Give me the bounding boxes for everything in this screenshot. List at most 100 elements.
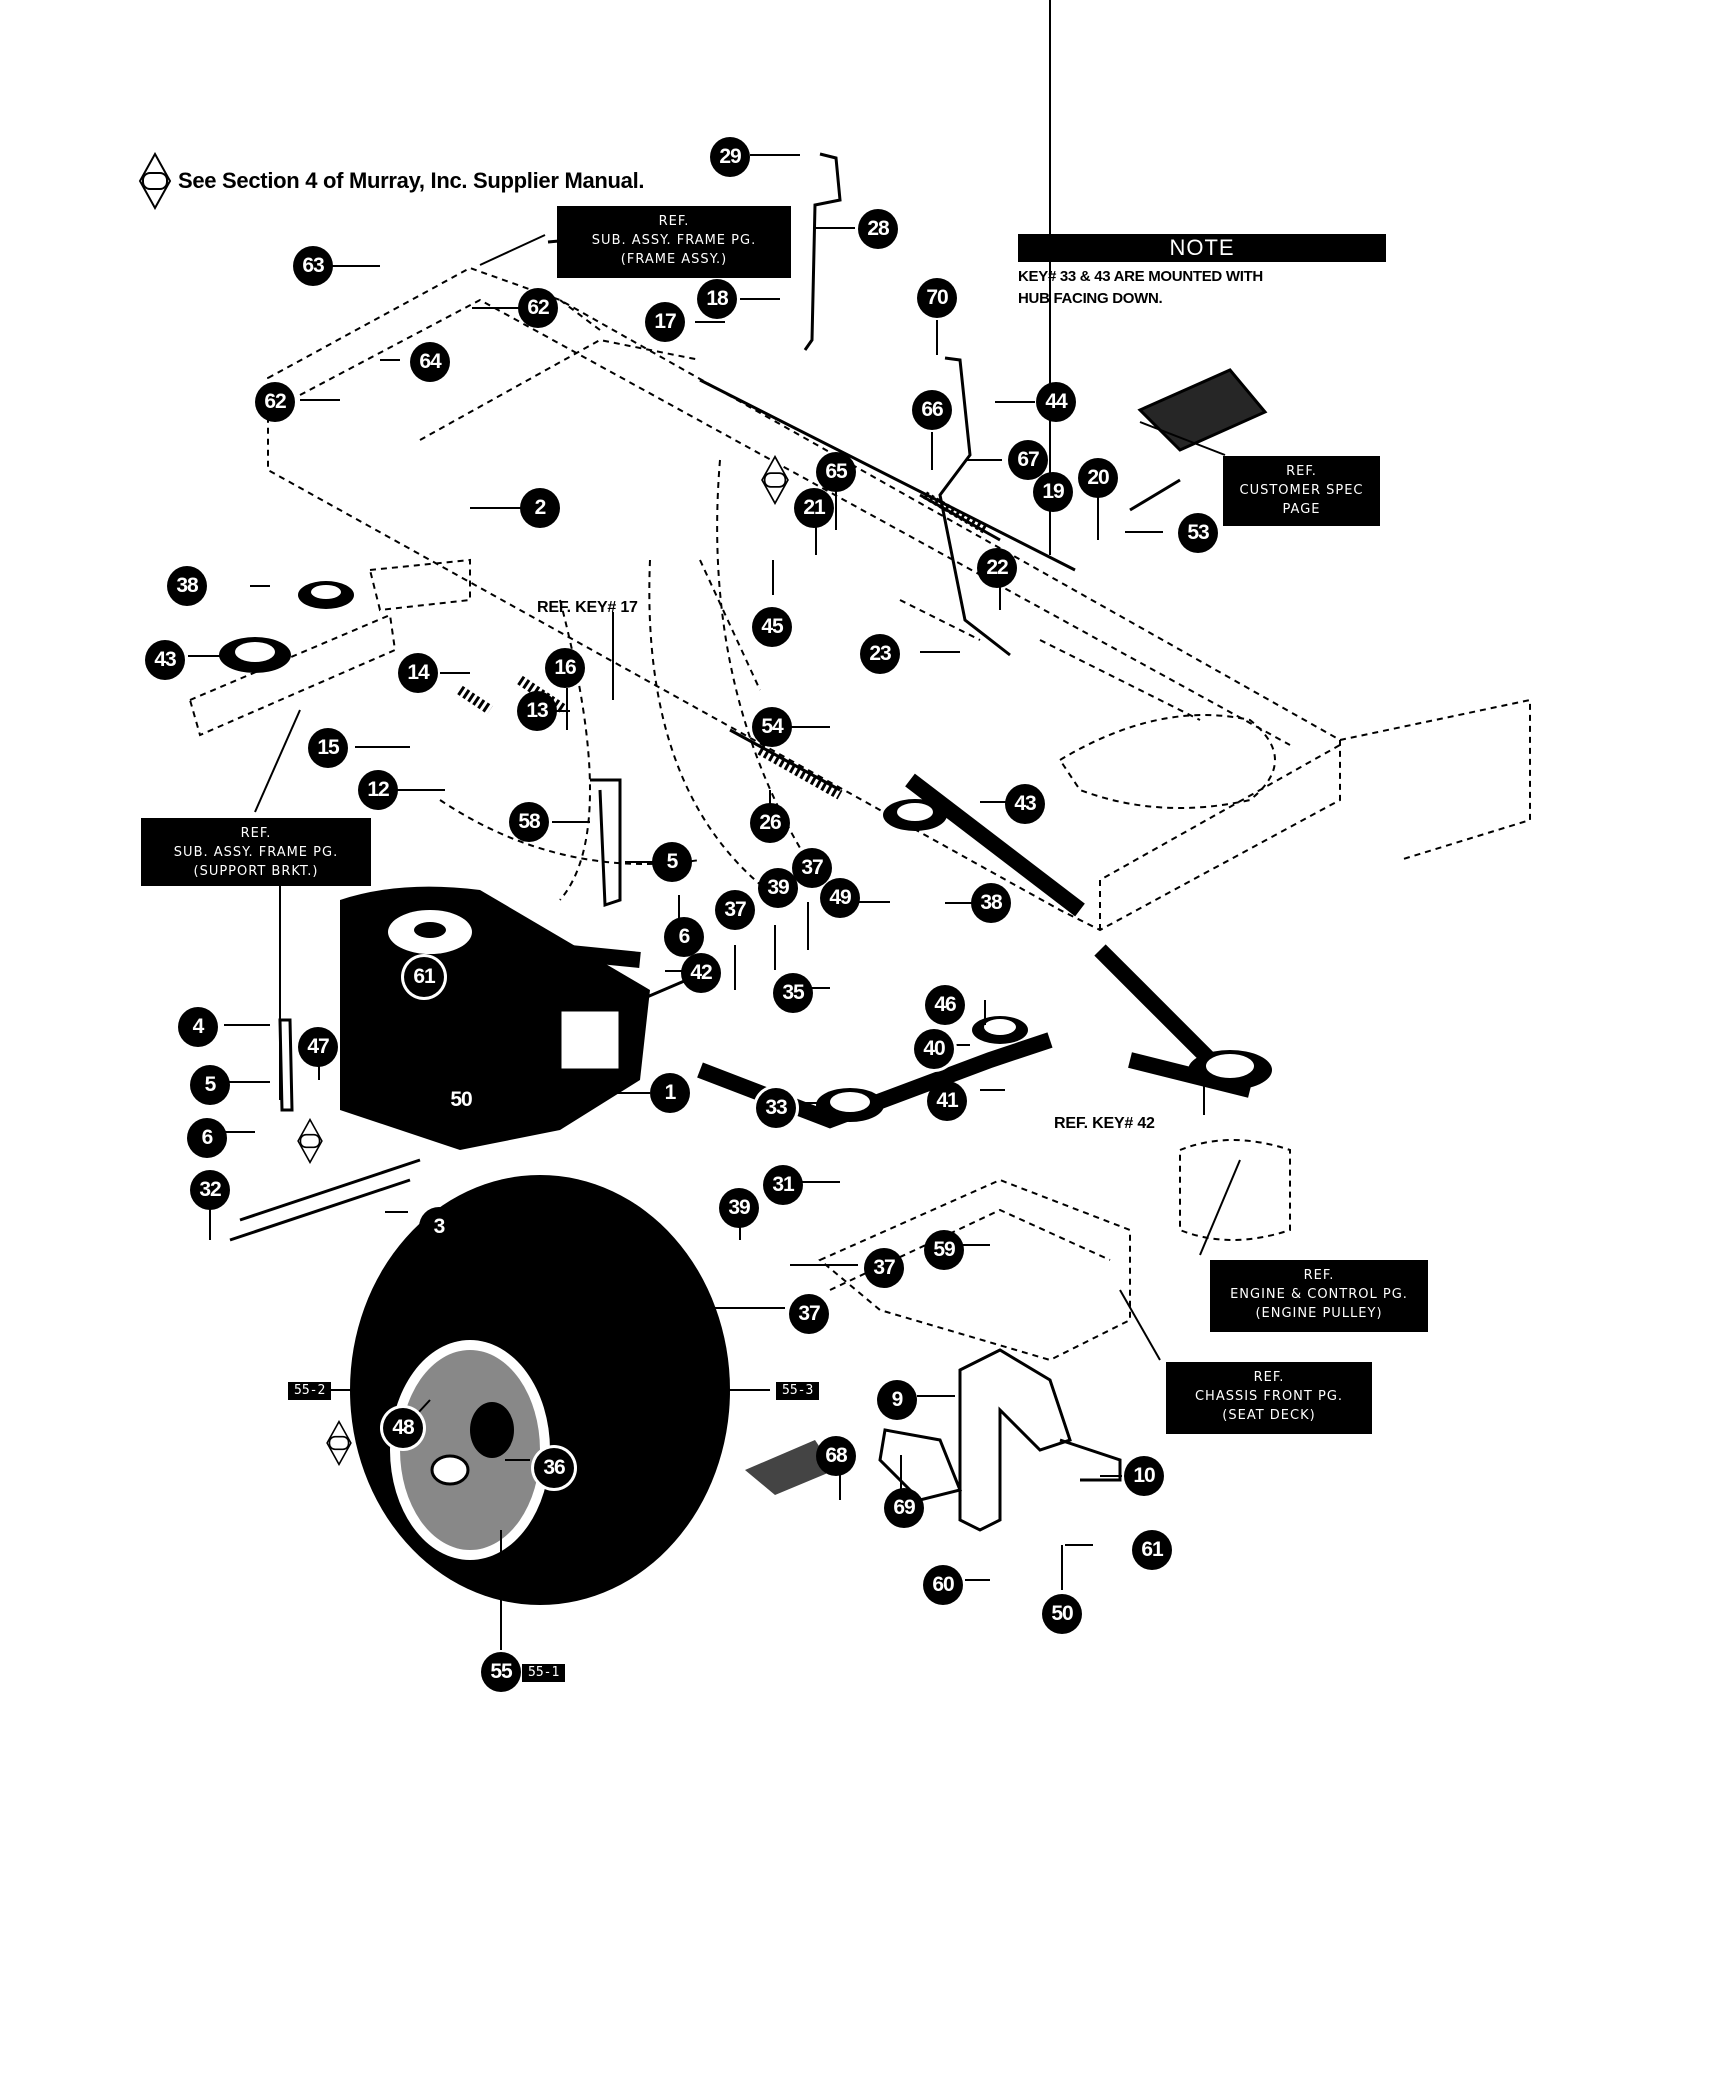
callout-39[interactable]: 39: [719, 1188, 759, 1228]
callout-61[interactable]: 61: [1132, 1530, 1172, 1570]
callout-64[interactable]: 64: [410, 342, 450, 382]
section-iii-diamond-icon: [325, 1419, 353, 1467]
callout-2[interactable]: 2: [520, 488, 560, 528]
ref-box-engine-pulley[interactable]: REF. ENGINE & CONTROL PG. (ENGINE PULLEY…: [1210, 1260, 1428, 1332]
callout-23[interactable]: 23: [860, 634, 900, 674]
callout-15[interactable]: 15: [308, 728, 348, 768]
idler-pulleys: [219, 581, 1272, 1122]
ref-box-frame-assy[interactable]: REF. SUB. ASSY. FRAME PG. (FRAME ASSY.): [557, 206, 791, 278]
callout-37[interactable]: 37: [715, 890, 755, 930]
callout-37[interactable]: 37: [792, 848, 832, 888]
callout-39[interactable]: 39: [758, 868, 798, 908]
callout-70[interactable]: 70: [917, 278, 957, 318]
callout-62[interactable]: 62: [518, 288, 558, 328]
frame-outline: [188, 266, 1531, 1362]
tag-55-2: 55-2: [288, 1382, 332, 1400]
callout-61[interactable]: 61: [404, 957, 444, 997]
callout-10[interactable]: 10: [1124, 1456, 1164, 1496]
callout-33[interactable]: 33: [756, 1088, 796, 1128]
ref-box-line: REF.: [1303, 1268, 1335, 1283]
callout-37[interactable]: 37: [864, 1248, 904, 1288]
callout-26[interactable]: 26: [750, 803, 790, 843]
callout-44[interactable]: 44: [1036, 382, 1076, 422]
callout-67[interactable]: 67: [1008, 440, 1048, 480]
callout-46[interactable]: 46: [925, 985, 965, 1025]
callout-5[interactable]: 5: [190, 1065, 230, 1105]
callout-65[interactable]: 65: [816, 452, 856, 492]
callout-38[interactable]: 38: [167, 566, 207, 606]
callout-17[interactable]: 17: [645, 302, 685, 342]
callout-6[interactable]: 6: [187, 1118, 227, 1158]
callout-63[interactable]: 63: [293, 246, 333, 286]
ref-box-customer-spec[interactable]: REF. CUSTOMER SPEC PAGE: [1223, 456, 1380, 526]
parts-solid: [229, 152, 1268, 1543]
callout-49[interactable]: 49: [820, 878, 860, 918]
callout-53[interactable]: 53: [1178, 513, 1218, 553]
ref-box-line: REF.: [240, 826, 272, 841]
callout-48[interactable]: 48: [383, 1408, 423, 1448]
callout-22[interactable]: 22: [977, 548, 1017, 588]
callout-43[interactable]: 43: [1005, 784, 1045, 824]
drive-belts: [539, 773, 1252, 1129]
callout-9[interactable]: 9: [877, 1380, 917, 1420]
callout-55[interactable]: 55: [481, 1652, 521, 1692]
ref-box-line: CHASSIS FRONT PG.: [1194, 1389, 1344, 1404]
callout-14[interactable]: 14: [398, 653, 438, 693]
note-line: KEY# 33 & 43 ARE MOUNTED WITH: [1018, 268, 1263, 285]
callout-47[interactable]: 47: [298, 1027, 338, 1067]
callout-31[interactable]: 31: [763, 1165, 803, 1205]
callout-50[interactable]: 50: [1042, 1594, 1082, 1634]
callout-12[interactable]: 12: [358, 770, 398, 810]
callout-50[interactable]: 50: [441, 1080, 481, 1120]
callout-1[interactable]: 1: [650, 1073, 690, 1113]
ref-box-line: REF.: [1286, 464, 1317, 479]
callout-18[interactable]: 18: [697, 279, 737, 319]
callout-19[interactable]: 19: [1033, 472, 1073, 512]
section-iii-diamond-icon: [296, 1117, 324, 1165]
ref-box-line: ENGINE & CONTROL PG.: [1230, 1287, 1408, 1302]
ref-box-line: (FRAME ASSY.): [620, 252, 728, 267]
section-iii-diamond-icon: [138, 151, 172, 211]
callout-4[interactable]: 4: [178, 1007, 218, 1047]
callout-43[interactable]: 43: [145, 640, 185, 680]
ref-box-support-brkt[interactable]: REF. SUB. ASSY. FRAME PG. (SUPPORT BRKT.…: [141, 818, 371, 886]
callout-35[interactable]: 35: [773, 973, 813, 1013]
callout-62[interactable]: 62: [255, 382, 295, 422]
callout-6[interactable]: 6: [664, 917, 704, 957]
callout-29[interactable]: 29: [710, 137, 750, 177]
tag-55-3: 55-3: [776, 1382, 820, 1400]
callout-66[interactable]: 66: [912, 390, 952, 430]
note-box: NOTE KEY# 33 & 43 ARE MOUNTED WITH HUB F…: [1018, 234, 1386, 310]
callout-13[interactable]: 13: [517, 691, 557, 731]
callout-54[interactable]: 54: [752, 707, 792, 747]
note-title: NOTE: [1018, 234, 1386, 262]
ref-box-seat-deck[interactable]: REF. CHASSIS FRONT PG. (SEAT DECK): [1166, 1362, 1372, 1434]
callout-68[interactable]: 68: [816, 1436, 856, 1476]
callout-60[interactable]: 60: [923, 1565, 963, 1605]
ref-box-line: REF.: [1253, 1370, 1285, 1385]
note-body: KEY# 33 & 43 ARE MOUNTED WITH HUB FACING…: [1018, 266, 1386, 310]
ref-box-line: REF.: [658, 214, 690, 229]
callout-20[interactable]: 20: [1078, 458, 1118, 498]
callout-69[interactable]: 69: [884, 1488, 924, 1528]
callout-45[interactable]: 45: [752, 607, 792, 647]
note-line: HUB FACING DOWN.: [1018, 290, 1163, 307]
callout-5[interactable]: 5: [652, 842, 692, 882]
ref-box-line: (ENGINE PULLEY): [1255, 1306, 1383, 1321]
ref-box-line: SUB. ASSY. FRAME PG.: [173, 845, 339, 860]
callout-3[interactable]: 3: [419, 1207, 459, 1247]
callout-40[interactable]: 40: [914, 1029, 954, 1069]
callout-58[interactable]: 58: [509, 802, 549, 842]
callout-42[interactable]: 42: [681, 953, 721, 993]
callout-16[interactable]: 16: [545, 648, 585, 688]
callout-38[interactable]: 38: [971, 883, 1011, 923]
callout-37[interactable]: 37: [789, 1294, 829, 1334]
callout-32[interactable]: 32: [190, 1170, 230, 1210]
callout-28[interactable]: 28: [858, 209, 898, 249]
ref-box-line: SUB. ASSY. FRAME PG.: [591, 233, 757, 248]
callout-59[interactable]: 59: [924, 1230, 964, 1270]
callout-36[interactable]: 36: [534, 1448, 574, 1488]
callout-21[interactable]: 21: [794, 488, 834, 528]
callout-41[interactable]: 41: [927, 1081, 967, 1121]
